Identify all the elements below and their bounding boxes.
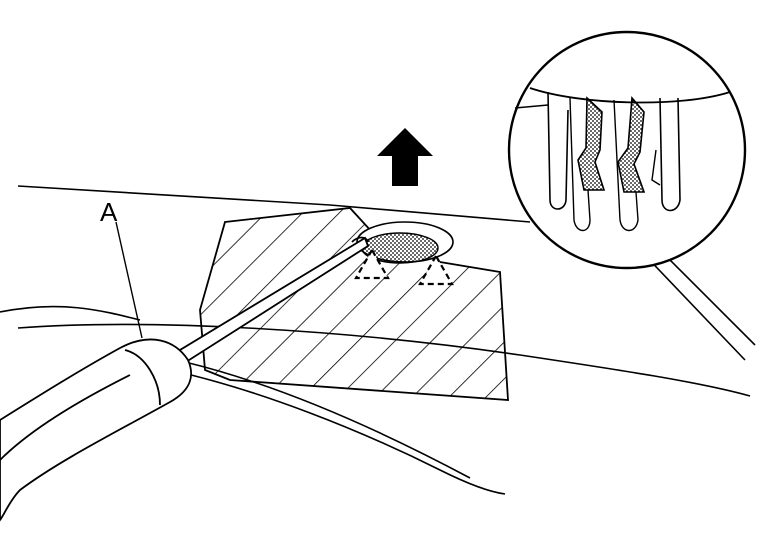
screwdriver-tool: [0, 236, 370, 522]
arrow-up-icon: [377, 128, 433, 186]
clip-pawl-markers: [354, 247, 454, 286]
tool-label: A: [100, 197, 118, 227]
clip: [356, 221, 454, 264]
detail-inset: [507, 30, 747, 270]
label-a: A: [100, 197, 143, 339]
hatched-cover: [199, 207, 509, 401]
